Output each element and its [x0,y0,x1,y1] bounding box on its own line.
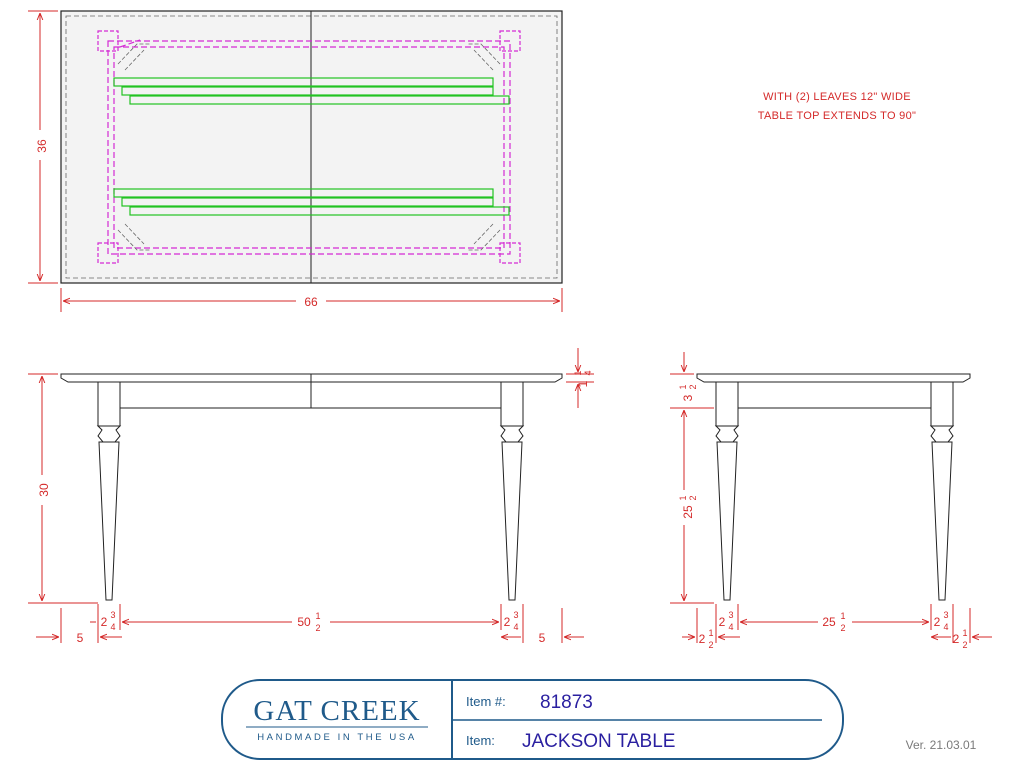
dim-front-height-label: 30 [37,483,51,497]
dim-side-leg-width-right: 2 3 4 [934,610,949,632]
brand-logo: GAT CREEK [253,695,420,727]
svg-text:1: 1 [708,628,713,638]
dim-side-bottom [682,604,992,643]
side-tabletop [696,373,971,383]
dim-side-vertical [670,352,714,604]
svg-text:1: 1 [840,611,845,621]
item-name-label: Item: [466,733,495,748]
svg-text:2: 2 [315,623,320,633]
svg-text:2: 2 [953,632,960,646]
leaf-note-line1: WITH (2) LEAVES 12" WIDE [763,91,911,103]
svg-text:1: 1 [962,628,967,638]
svg-text:4: 4 [513,622,518,632]
leg-blocks [97,30,521,264]
svg-text:1: 1 [678,384,688,389]
dim-side-span: 25 1 2 [822,611,845,633]
side-leg-left [714,381,740,601]
item-name-value: JACKSON TABLE [522,731,675,752]
svg-text:2: 2 [719,615,726,629]
svg-text:2: 2 [101,615,108,629]
svg-text:1: 1 [678,495,688,500]
svg-text:2: 2 [962,640,967,650]
dim-side-overhang-left: 2 1 2 [699,628,714,650]
dim-width-label: 66 [304,295,318,309]
svg-text:2: 2 [934,615,941,629]
svg-text:3: 3 [110,610,115,620]
svg-text:2: 2 [708,640,713,650]
title-block: GAT CREEK HANDMADE IN THE USA Item #: 81… [221,679,844,760]
svg-text:3: 3 [728,610,733,620]
dim-side-leg-height-label: 25 1 2 [678,495,698,518]
dim-depth-label: 36 [35,139,49,153]
dim-side-leg-width-left: 2 3 4 [719,610,734,632]
dim-depth [28,10,58,284]
svg-text:2: 2 [504,615,511,629]
svg-text:2: 2 [688,384,698,389]
dim-width [60,288,563,312]
svg-text:50: 50 [297,615,311,629]
item-number-label: Item #: [466,694,506,709]
brand-tagline: HANDMADE IN THE USA [257,732,417,743]
item-number-value: 81873 [540,692,593,713]
version-label: Ver. 21.03.01 [906,738,977,752]
svg-text:2: 2 [688,495,698,500]
svg-text:1: 1 [573,370,583,375]
svg-text:2: 2 [699,632,706,646]
svg-text:4: 4 [943,622,948,632]
svg-text:4: 4 [728,622,733,632]
svg-text:1: 1 [576,380,590,387]
svg-text:4: 4 [583,370,593,375]
svg-text:3: 3 [943,610,948,620]
svg-text:1: 1 [315,611,320,621]
dim-front-leg-width-right: 2 3 4 [504,610,519,632]
svg-text:2: 2 [840,623,845,633]
svg-text:4: 4 [110,622,115,632]
dim-top-thickness [566,348,594,408]
svg-text:25: 25 [681,505,695,519]
front-leg-right [499,381,525,601]
svg-text:3: 3 [513,610,518,620]
side-leg-right [929,381,955,601]
dim-top-thickness-label: 1 1 4 [573,370,593,387]
dim-front-leg-width-left: 2 3 4 [101,610,116,632]
side-view [696,373,971,601]
front-view [60,373,563,601]
side-apron [737,381,932,409]
leaf-rails [113,77,510,216]
dim-front-leg-offset-left: 5 [77,631,84,645]
dim-front-bottom [36,604,584,643]
top-view: 36 66 [28,10,563,312]
leaf-note-line2: TABLE TOP EXTENDS TO 90" [758,110,916,122]
dim-side-apron-label: 3 1 2 [678,384,698,401]
corner-braces [117,43,501,251]
svg-text:25: 25 [822,615,836,629]
front-leg-left [96,381,122,601]
dim-front-height [28,373,98,604]
dim-front-leg-offset-right: 5 [539,631,546,645]
dim-front-span: 50 1 2 [297,611,320,633]
svg-text:3: 3 [681,394,695,401]
frame-outline [107,39,511,255]
dim-side-overhang-right: 2 1 2 [953,628,968,650]
